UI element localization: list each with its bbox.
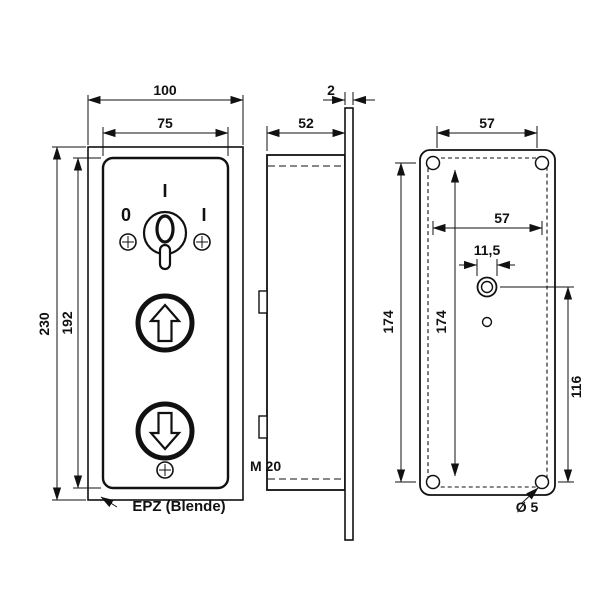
- down-arrow-icon: [148, 411, 182, 451]
- dim-side-depth: 52: [266, 115, 346, 151]
- mount-hole-bottom-right: [534, 474, 550, 490]
- back-hidden-outline: [427, 157, 548, 488]
- dim-front-outer-height: 230: [36, 146, 86, 501]
- cable-hole-inner: [480, 280, 494, 294]
- dim-plate-thickness: 2: [323, 82, 375, 105]
- dim-label-116: 116: [568, 375, 584, 398]
- screw-bottom-icon: [156, 461, 174, 479]
- dim-hole-diameter: 11,5: [459, 242, 515, 276]
- mounting-lug-top: [258, 290, 268, 314]
- dim-back-width-top: 57: [436, 115, 538, 148]
- dim-label-174-outer: 174: [380, 310, 396, 334]
- dim-hole-to-bottom: 116: [500, 286, 584, 483]
- up-arrow-button: [135, 293, 195, 353]
- keyhole-icon: [155, 214, 175, 244]
- dim-label-57-top: 57: [479, 115, 495, 131]
- dim-front-outer-width: 100: [87, 82, 244, 145]
- dim-label-52: 52: [298, 115, 314, 131]
- dim-front-inner-height: 192: [59, 157, 101, 489]
- dim-back-height-inner: 174: [433, 169, 460, 477]
- dim-label-11-5: 11,5: [474, 242, 501, 258]
- mount-hole-bottom-left: [425, 474, 441, 490]
- screw-right-icon: [193, 233, 211, 251]
- side-body-outline: [266, 154, 346, 491]
- switch-position-0-label: 0: [121, 205, 131, 225]
- switch-position-top-label: I: [162, 181, 167, 201]
- mount-hole-top-left: [425, 155, 441, 171]
- dim-label-75: 75: [157, 115, 173, 131]
- key-switch: 0 I I: [119, 181, 211, 271]
- keyhole-slot-icon: [158, 243, 172, 271]
- dim-label-2: 2: [327, 82, 335, 98]
- screw-left-icon: [119, 233, 137, 251]
- switch-position-1-label: I: [201, 205, 206, 225]
- front-view: 0 I I: [36, 82, 244, 515]
- dim-label-230: 230: [36, 312, 52, 336]
- cable-gland-label: M 20: [250, 458, 281, 474]
- back-view: 57 57 11,5 174 174: [380, 115, 584, 515]
- side-view: 52 2 M 20: [250, 82, 375, 541]
- front-caption: EPZ (Blende): [100, 496, 226, 515]
- dim-label-192: 192: [59, 311, 75, 335]
- small-hole: [481, 316, 493, 328]
- dim-label-100: 100: [153, 82, 177, 98]
- screw-hole-callout: Ø 5: [516, 487, 539, 515]
- mount-hole-top-right: [534, 155, 550, 171]
- dim-front-inner-width: 75: [102, 115, 229, 156]
- epz-blende-label: EPZ (Blende): [132, 498, 225, 515]
- dim-back-height-outer: 174: [380, 162, 416, 483]
- down-arrow-button: [135, 401, 195, 461]
- front-plate-edge: [344, 107, 354, 541]
- mounting-lug-bottom: [258, 415, 268, 439]
- dim-label-57-inner: 57: [494, 210, 510, 226]
- up-arrow-icon: [148, 303, 182, 343]
- dim-label-dia-5: Ø 5: [516, 499, 539, 515]
- dim-label-174-inner: 174: [433, 310, 449, 334]
